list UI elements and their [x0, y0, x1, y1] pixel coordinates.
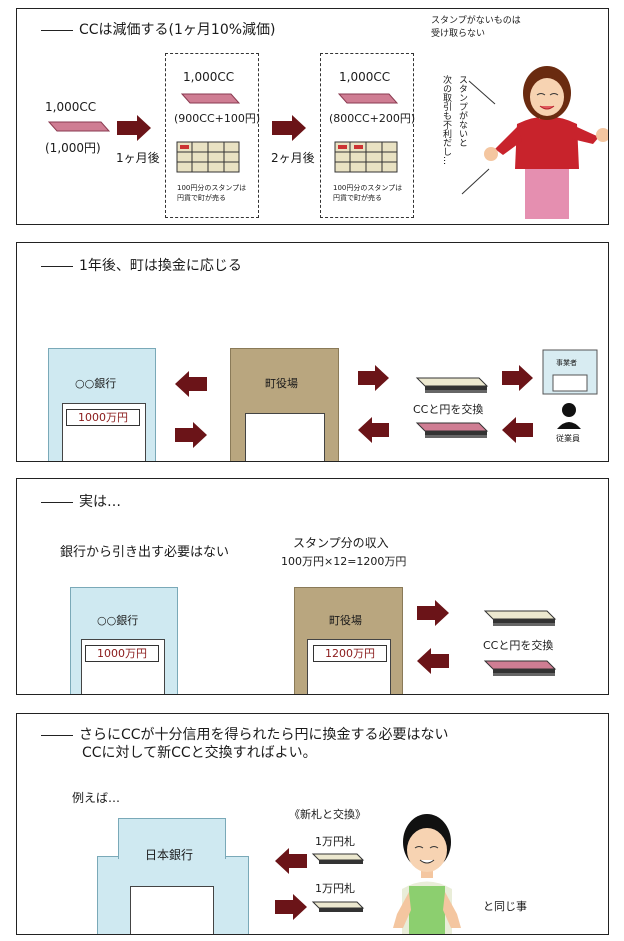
hall-door	[245, 413, 325, 461]
speech-line	[468, 80, 496, 105]
after-2-months: 2ヶ月後	[271, 151, 315, 165]
month2-box	[320, 53, 414, 218]
month1-amount: 1,000CC	[183, 70, 235, 84]
panel1-graphics	[47, 66, 608, 219]
cc-card-icon	[180, 93, 241, 104]
arrow-left-icon	[175, 371, 207, 397]
month1-breakdown: (900CC+100円)	[174, 112, 261, 125]
arrow-left-icon	[275, 848, 307, 874]
boj-door	[130, 886, 214, 934]
panel2-title: 1年後、町は換金に応じる	[79, 258, 242, 274]
arrow-right-icon	[175, 422, 207, 448]
cc-stack-icon	[415, 377, 489, 393]
month2-note1: 100円分のスタンプは	[333, 184, 403, 192]
business-label: 事業者	[556, 359, 577, 367]
exchange-label: CCと円を交換	[483, 639, 554, 652]
month1-note2: 円貨で町が売る	[177, 194, 226, 202]
arrow-left-icon	[502, 417, 533, 443]
arrow-right-icon	[417, 600, 449, 626]
speech-bubble-2-line1: スタンプがないと	[457, 75, 467, 147]
title-dash	[41, 265, 73, 267]
woman-icon	[484, 66, 608, 219]
panel2-graphics	[175, 349, 598, 448]
panel4-title-row: さらにCCが十分信用を得られたら円に換金する必要はない	[41, 728, 449, 742]
panel3-title-row: 実は…	[41, 495, 121, 509]
bank-value: 1000万円	[66, 409, 140, 426]
bank-name: ○○銀行	[75, 377, 117, 390]
yen-stack-icon	[483, 660, 557, 676]
new-bill-label: 《新札と交換》	[289, 808, 366, 821]
stamp-income-label: スタンプ分の収入	[293, 536, 389, 550]
month1-box	[165, 53, 259, 218]
arrow-right-icon	[358, 365, 389, 391]
hall-value: 1200万円	[313, 645, 387, 662]
month2-note2: 円貨で町が売る	[333, 194, 382, 202]
stamp-sheet-icon	[334, 141, 398, 173]
man-icon	[393, 814, 461, 934]
bill-label-1: 1万円札	[315, 835, 355, 848]
boj-tower	[118, 818, 226, 859]
month2-amount: 1,000CC	[339, 70, 391, 84]
yen-bill-stack-icon	[311, 853, 365, 864]
boj-name: 日本銀行	[145, 848, 194, 862]
same-as-label: と同じ事	[483, 900, 527, 913]
panel-exchange-after-year: 1年後、町は換金に応じる ○○銀行 1000万円 町役場	[16, 242, 609, 462]
panel-depreciation: CCは減価する(1ヶ月10%減価) 1,000CC	[16, 8, 609, 225]
cc-stack-icon	[483, 610, 557, 626]
title-dash	[41, 734, 73, 736]
panel4-graphics	[275, 814, 461, 934]
panel1-title: CCは減価する(1ヶ月10%減価)	[79, 22, 276, 38]
stamp-sheet-icon	[176, 141, 240, 173]
panel-new-cc: さらにCCが十分信用を得られたら円に換金する必要はない CCに対して新CCと交換…	[16, 713, 609, 935]
bill-label-2: 1万円札	[315, 882, 355, 895]
employee-icon	[557, 403, 581, 429]
employee-label: 従業員	[556, 434, 580, 443]
cc-card-icon	[47, 121, 111, 132]
speech-bubble-2-line2: 次の取引も不利だし…	[441, 75, 451, 165]
after-1-month: 1ヶ月後	[116, 151, 160, 165]
panel3-graphics	[417, 600, 557, 676]
panel4-title-line1: さらにCCが十分信用を得られたら円に換金する必要はない	[79, 727, 449, 743]
speech-line	[461, 168, 490, 195]
panel2-title-row: 1年後、町は換金に応じる	[41, 259, 242, 273]
panel1-title-row: CCは減価する(1ヶ月10%減価)	[41, 23, 276, 37]
arrow-left-icon	[358, 417, 389, 443]
exchange-label: CCと円を交換	[413, 403, 484, 416]
yen-stack-icon	[415, 422, 489, 438]
speech-bubble-1-line2: 受け取らない	[431, 29, 486, 39]
hall-name: 町役場	[265, 377, 298, 390]
left-yen: (1,000円)	[45, 141, 101, 155]
panel-actually: 実は… 銀行から引き出す必要はない スタンプ分の収入 100万円×12=1200…	[16, 478, 609, 695]
arrow-right-icon	[275, 894, 307, 920]
panel4-title-line2: CCに対して新CCと交換すればよい。	[82, 745, 317, 761]
arrow-left-icon	[417, 648, 449, 674]
new-cc-stack-icon	[311, 901, 365, 912]
bank-name: ○○銀行	[97, 614, 139, 627]
arrow-right-icon	[272, 115, 306, 141]
title-dash	[41, 29, 73, 31]
panel3-title: 実は…	[79, 494, 121, 510]
no-withdraw-text: 銀行から引き出す必要はない	[60, 545, 230, 560]
business-icon	[542, 349, 598, 395]
left-amount: 1,000CC	[45, 100, 97, 114]
hall-name: 町役場	[329, 614, 362, 627]
arrow-right-icon	[502, 365, 533, 391]
cc-card-icon	[337, 93, 399, 104]
bank-value: 1000万円	[85, 645, 159, 662]
speech-bubble-1-line1: スタンプがないものは	[431, 16, 521, 26]
month2-breakdown: (800CC+200円)	[329, 112, 416, 125]
title-dash	[41, 501, 73, 503]
stamp-income-calc: 100万円×12=1200万円	[281, 555, 407, 568]
arrow-right-icon	[117, 115, 151, 141]
example-label: 例えば…	[72, 791, 121, 805]
month1-note1: 100円分のスタンプは	[177, 184, 247, 192]
